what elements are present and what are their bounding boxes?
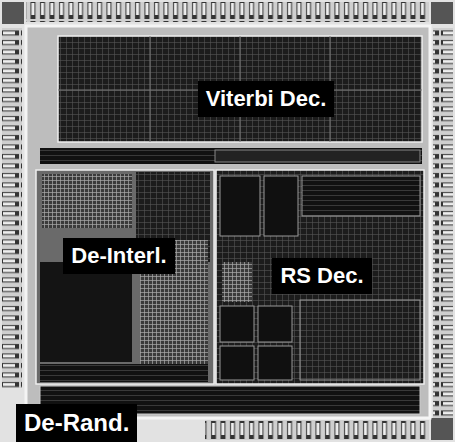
block-label: RS Dec. xyxy=(272,258,371,293)
block-label: Viterbi Dec. xyxy=(198,81,335,116)
block-label: De-Interl. xyxy=(63,238,174,273)
block-label: De-Rand. xyxy=(16,404,137,442)
